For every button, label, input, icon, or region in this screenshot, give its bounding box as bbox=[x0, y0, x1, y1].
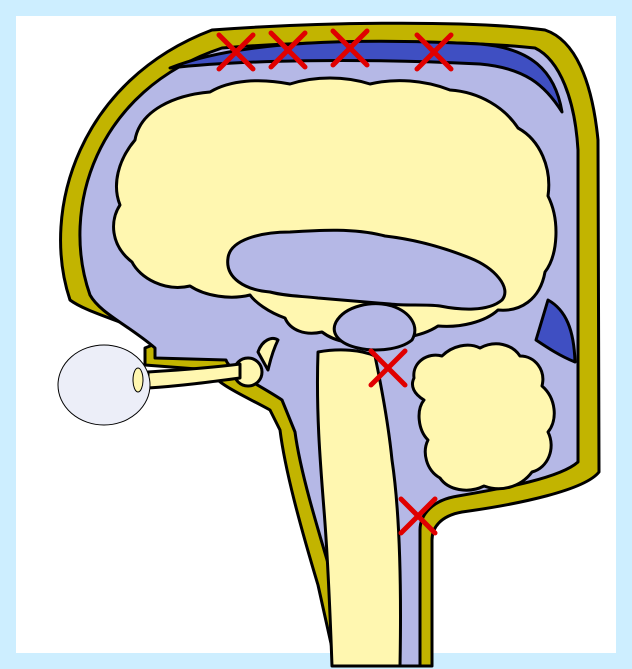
eye bbox=[58, 345, 150, 425]
cerebellum bbox=[412, 344, 554, 490]
third-ventricle bbox=[334, 304, 415, 350]
eye-lens bbox=[133, 368, 143, 392]
